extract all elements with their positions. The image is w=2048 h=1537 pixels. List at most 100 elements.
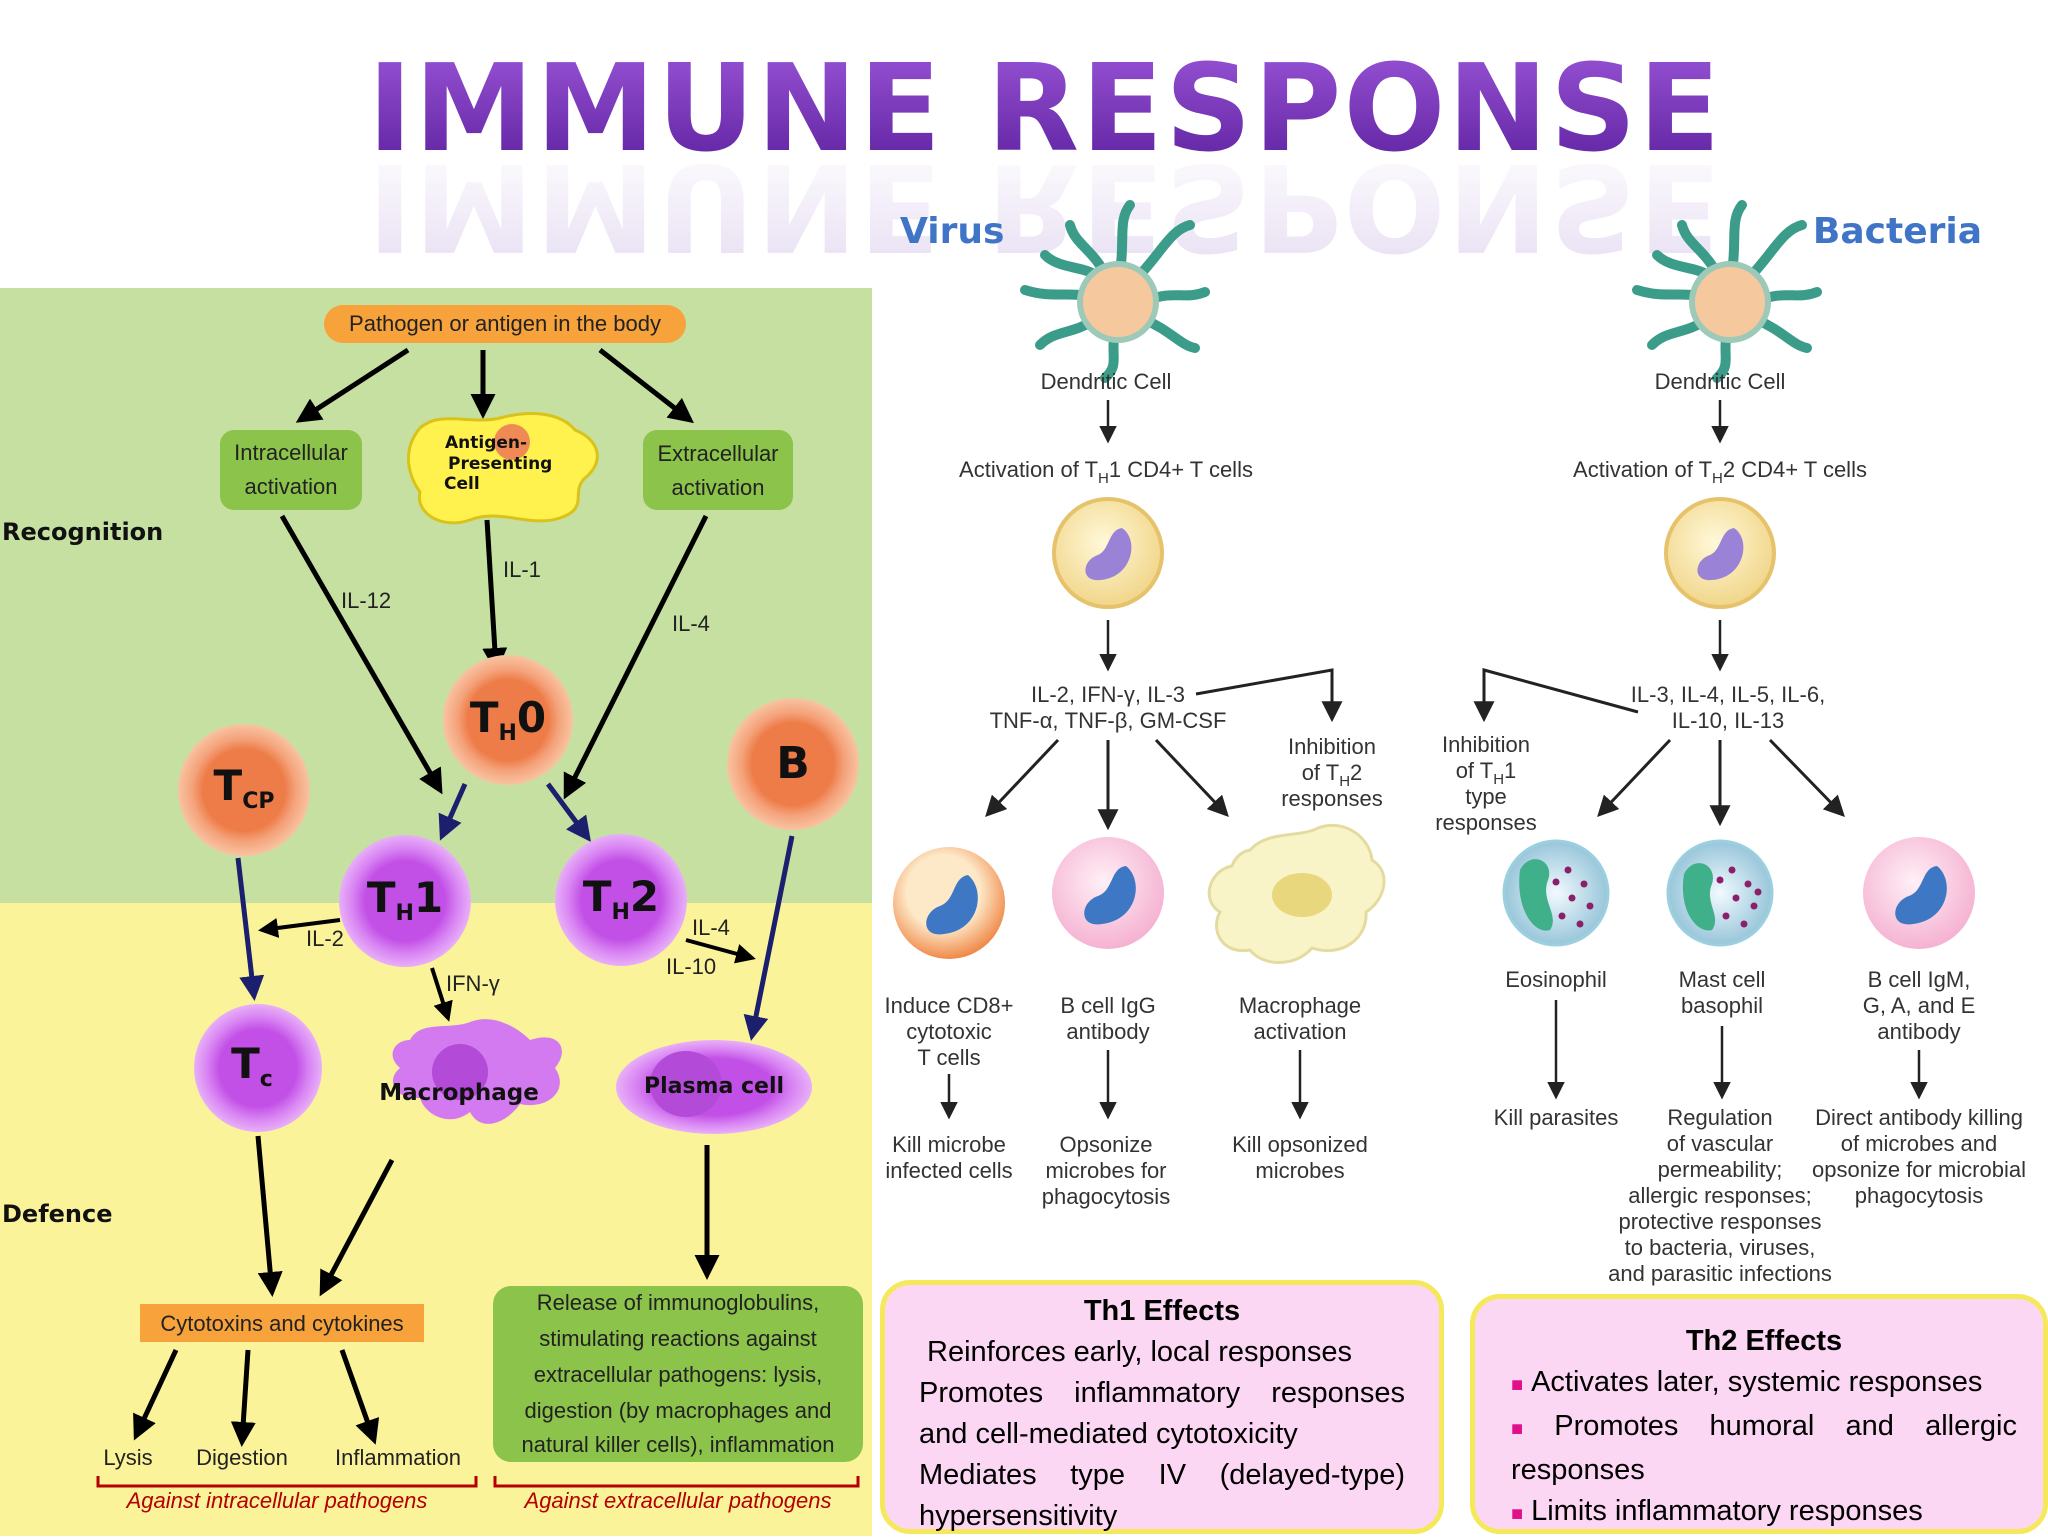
- page-title: IMMUNE RESPONSE: [368, 40, 1723, 179]
- regulation-2: of vascular: [1667, 1131, 1773, 1156]
- il2-label: IL-2: [306, 926, 344, 951]
- direct-antibody-1: Direct antibody killing: [1815, 1105, 2023, 1130]
- dendritic-cell-right-label: Dendritic Cell: [1655, 369, 1786, 394]
- th1-cytokines-line-2: TNF-α, TNF-β, GM-CSF: [990, 708, 1227, 733]
- release-line-5: natural killer cells), inflammation: [522, 1432, 835, 1457]
- th2-effects-heading: Th2 Effects: [1685, 1325, 1843, 1357]
- th1-cell: [339, 835, 471, 967]
- kill-parasites: Kill parasites: [1494, 1105, 1619, 1130]
- th2-cytokines-line-2: IL-10, IL-13: [1672, 708, 1785, 733]
- pathogen-label: Pathogen or antigen in the body: [349, 311, 661, 336]
- th1-effect-item: Reinforces early, local responses: [927, 1336, 1352, 1368]
- intracellular-activation-box: [220, 430, 362, 510]
- virus-label: Virus: [900, 211, 1004, 252]
- inhibition-th1-label-2: of TH1: [1456, 758, 1517, 788]
- th2-cytokines-line-1: IL-3, IL-4, IL-5, IL-6,: [1631, 682, 1825, 707]
- eosinophil-cell: [1502, 839, 1610, 947]
- dendritic-cell-right-body: [1689, 261, 1771, 343]
- pathogen-label-box: [324, 305, 686, 343]
- inhibition-th2-label-2: of TH2: [1302, 760, 1363, 790]
- kill-infected-1: Kill microbe: [892, 1132, 1006, 1157]
- extracellular-label-1: Extracellular: [657, 441, 778, 466]
- opsonize-1: Opsonize: [1060, 1132, 1153, 1157]
- release-line-3: extracellular pathogens: lysis,: [534, 1362, 823, 1387]
- il1-label: IL-1: [503, 557, 541, 582]
- il12-label: IL-12: [341, 588, 391, 613]
- recognition-panel: [0, 288, 872, 903]
- extracellular-activation-box: [643, 430, 793, 510]
- tc-cell: [194, 1004, 322, 1132]
- igm-label-3: antibody: [1877, 1019, 1960, 1044]
- cd8-nucleus: [926, 875, 978, 935]
- tcp-label: TCP: [214, 761, 275, 814]
- igg-label-2: antibody: [1066, 1019, 1149, 1044]
- regulation-6: to bacteria, viruses,: [1625, 1235, 1816, 1260]
- opsonize-3: phagocytosis: [1042, 1184, 1170, 1209]
- th2-effects-box: Th2 Effects ■Activates later, systemic r…: [1470, 1294, 2048, 1534]
- mast-cell-granules: [1716, 866, 1762, 928]
- dendritic-cell-left-body: [1077, 261, 1159, 343]
- against-intracellular-label: Against intracellular pathogens: [125, 1488, 428, 1513]
- activation-th2-label: Activation of TH2 CD4+ T cells: [1573, 457, 1867, 487]
- kill-opsonized-2: microbes: [1255, 1158, 1344, 1183]
- direct-antibody-4: phagocytosis: [1855, 1183, 1983, 1208]
- apc-label-1: Antigen-: [445, 433, 527, 453]
- intracellular-label-1: Intracellular: [234, 440, 348, 465]
- macro-act-label-1: Macrophage: [1239, 993, 1361, 1018]
- inhibition-th2-label: Inhibition: [1288, 734, 1376, 759]
- macro-act-label-2: activation: [1254, 1019, 1347, 1044]
- th1-label: TH1: [367, 873, 443, 926]
- recognition-label: Recognition: [2, 518, 163, 546]
- defence-label: Defence: [2, 1200, 113, 1228]
- regulation-1: Regulation: [1667, 1105, 1772, 1130]
- igg-bcell-nucleus: [1084, 866, 1136, 925]
- apc-nucleus: [494, 424, 530, 460]
- bullet-icon: ■: [1511, 1503, 1524, 1525]
- th0-cell: [443, 655, 573, 785]
- ifn-gamma-label: IFN-γ: [446, 971, 500, 996]
- th1-effects-list: Reinforces early, local responses Promot…: [919, 1332, 1405, 1537]
- inflammation-label: Inflammation: [335, 1445, 461, 1470]
- activation-th1-label: Activation of TH1 CD4+ T cells: [959, 457, 1253, 487]
- extracellular-bracket: [493, 1476, 860, 1488]
- macrophage-activation-nucleus: [1272, 873, 1332, 917]
- dendritic-cell-left-label: Dendritic Cell: [1041, 369, 1172, 394]
- th2-effect-item: ■Limits inflammatory responses: [1511, 1495, 1923, 1527]
- direct-antibody-3: opsonize for microbial: [1812, 1157, 2026, 1182]
- th1-cd4-nucleus: [1085, 528, 1132, 581]
- regulation-4: allergic responses;: [1628, 1183, 1811, 1208]
- b-cell: [727, 698, 859, 830]
- release-line-2: stimulating reactions against: [539, 1326, 817, 1351]
- cytotoxins-box: [140, 1304, 424, 1342]
- mast-label-2: basophil: [1681, 993, 1763, 1018]
- direct-antibody-2: of microbes and: [1841, 1131, 1998, 1156]
- th1-effect-item: Mediates type IV (delayed-type) hypersen…: [919, 1459, 1405, 1532]
- opsonize-2: microbes for: [1045, 1158, 1166, 1183]
- plasma-cell-label: Plasma cell: [644, 1074, 784, 1099]
- inhibition-th1-label-4: responses: [1435, 810, 1537, 835]
- release-line-1: Release of immunoglobulins,: [537, 1290, 820, 1315]
- eosinophil-granules: [1552, 866, 1594, 928]
- bullet-icon: ■: [1511, 1418, 1547, 1440]
- plasma-cell-nucleus: [650, 1051, 722, 1117]
- cytotoxins-label: Cytotoxins and cytokines: [160, 1311, 403, 1336]
- bullet-icon: ■: [1511, 1374, 1524, 1396]
- release-line-4: digestion (by macrophages and: [525, 1398, 832, 1423]
- release-box: [493, 1286, 863, 1462]
- regulation-5: protective responses: [1619, 1209, 1822, 1234]
- intracellular-label-2: activation: [245, 474, 338, 499]
- il4-top-label: IL-4: [672, 611, 710, 636]
- mast-label-1: Mast cell: [1679, 967, 1766, 992]
- apc-label-3: Cell: [444, 474, 480, 494]
- cd8-label-2: cytotoxic: [906, 1019, 992, 1044]
- th2-cell: [555, 834, 687, 966]
- kill-infected-2: infected cells: [885, 1158, 1012, 1183]
- th2-label: TH2: [583, 872, 659, 925]
- th2-effects-list: ■Activates later, systemic responses ■Pr…: [1511, 1362, 2017, 1535]
- eosinophil-label: Eosinophil: [1505, 967, 1607, 992]
- tc-label: Tc: [231, 1039, 273, 1092]
- th2-effect-item: ■Activates later, systemic responses: [1511, 1366, 1983, 1398]
- igm-bcell-nucleus: [1895, 866, 1947, 925]
- th1-effects-heading: Th1 Effects: [1083, 1295, 1241, 1327]
